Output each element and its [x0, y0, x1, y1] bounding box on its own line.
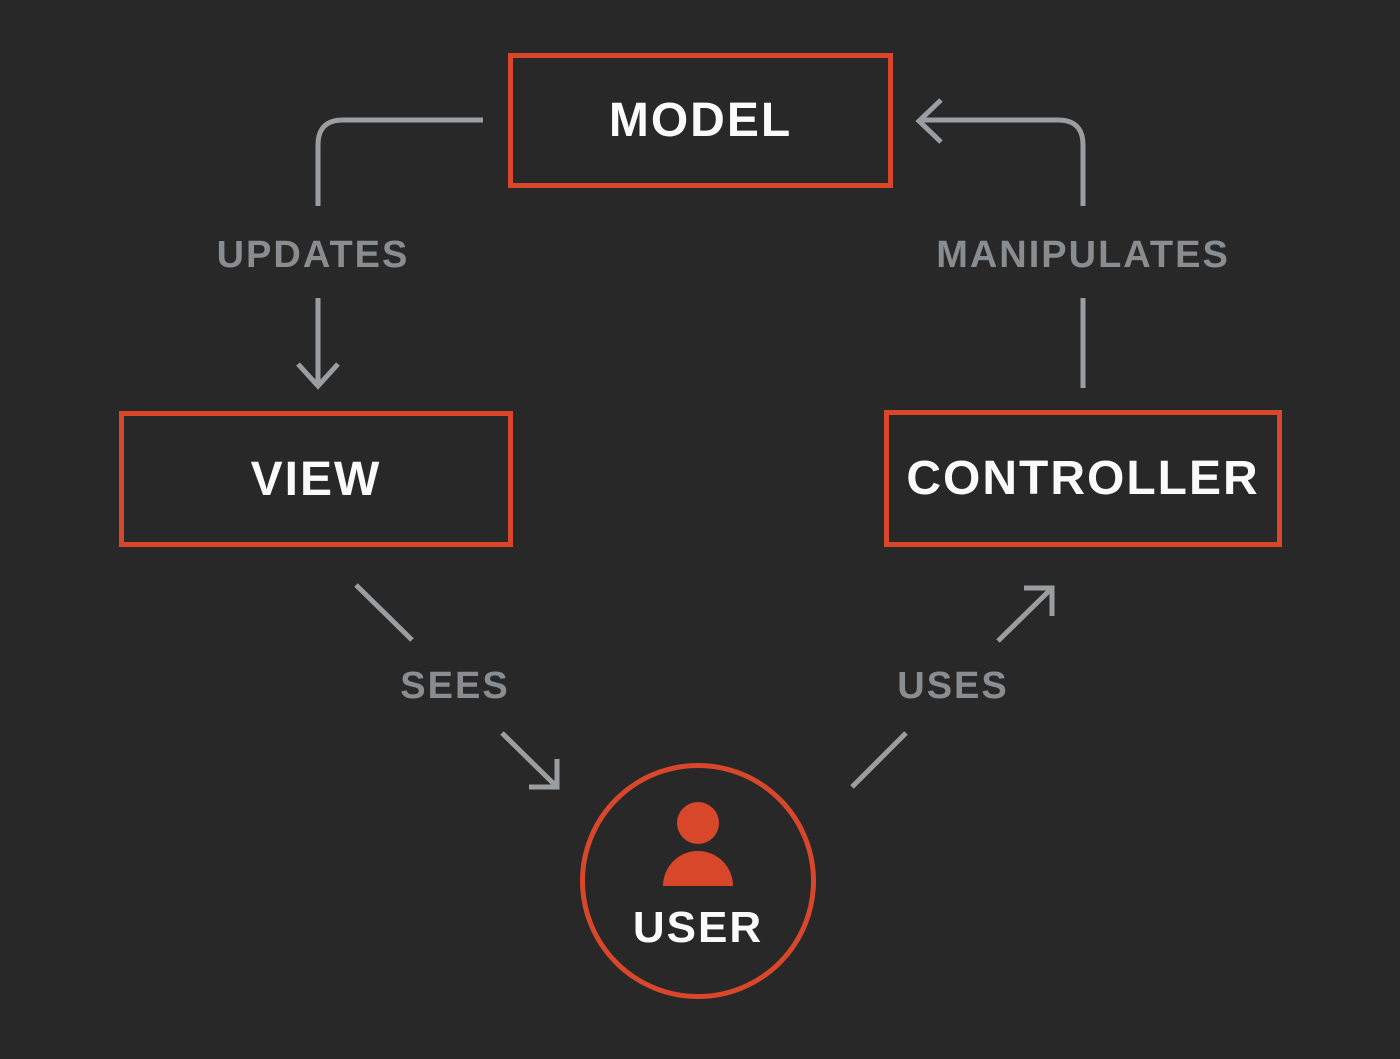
node-controller: CONTROLLER	[884, 410, 1282, 547]
edge-line	[315, 117, 483, 206]
edge-user-to-controller	[850, 585, 1055, 789]
edge-label-uses: USES	[897, 665, 1009, 707]
arrowhead-down-right-icon	[529, 759, 560, 790]
node-controller-label: CONTROLLER	[906, 452, 1260, 505]
node-model: MODEL	[508, 53, 893, 188]
edge-line	[850, 731, 908, 789]
edge-line	[996, 587, 1053, 643]
edge-label-updates: UPDATES	[216, 234, 410, 276]
node-view: VIEW	[119, 411, 513, 547]
node-view-label: VIEW	[250, 452, 382, 506]
edge-label-manipulates: MANIPULATES	[936, 234, 1230, 276]
edge-label-sees: SEES	[400, 665, 510, 707]
edge-controller-to-model	[915, 98, 1086, 388]
arrowhead-down-icon	[296, 362, 340, 390]
arrowhead-left-icon	[915, 98, 943, 144]
edge-line	[354, 583, 414, 642]
edge-line	[921, 117, 1086, 206]
node-model-label: MODEL	[608, 94, 793, 147]
person-icon	[663, 802, 733, 886]
arrowhead-up-right-icon	[1024, 585, 1055, 616]
edge-model-to-view	[296, 117, 483, 390]
node-user: USER	[580, 763, 816, 999]
edge-view-to-user	[354, 583, 560, 790]
edge-line	[500, 731, 558, 788]
node-user-label: USER	[632, 903, 764, 952]
